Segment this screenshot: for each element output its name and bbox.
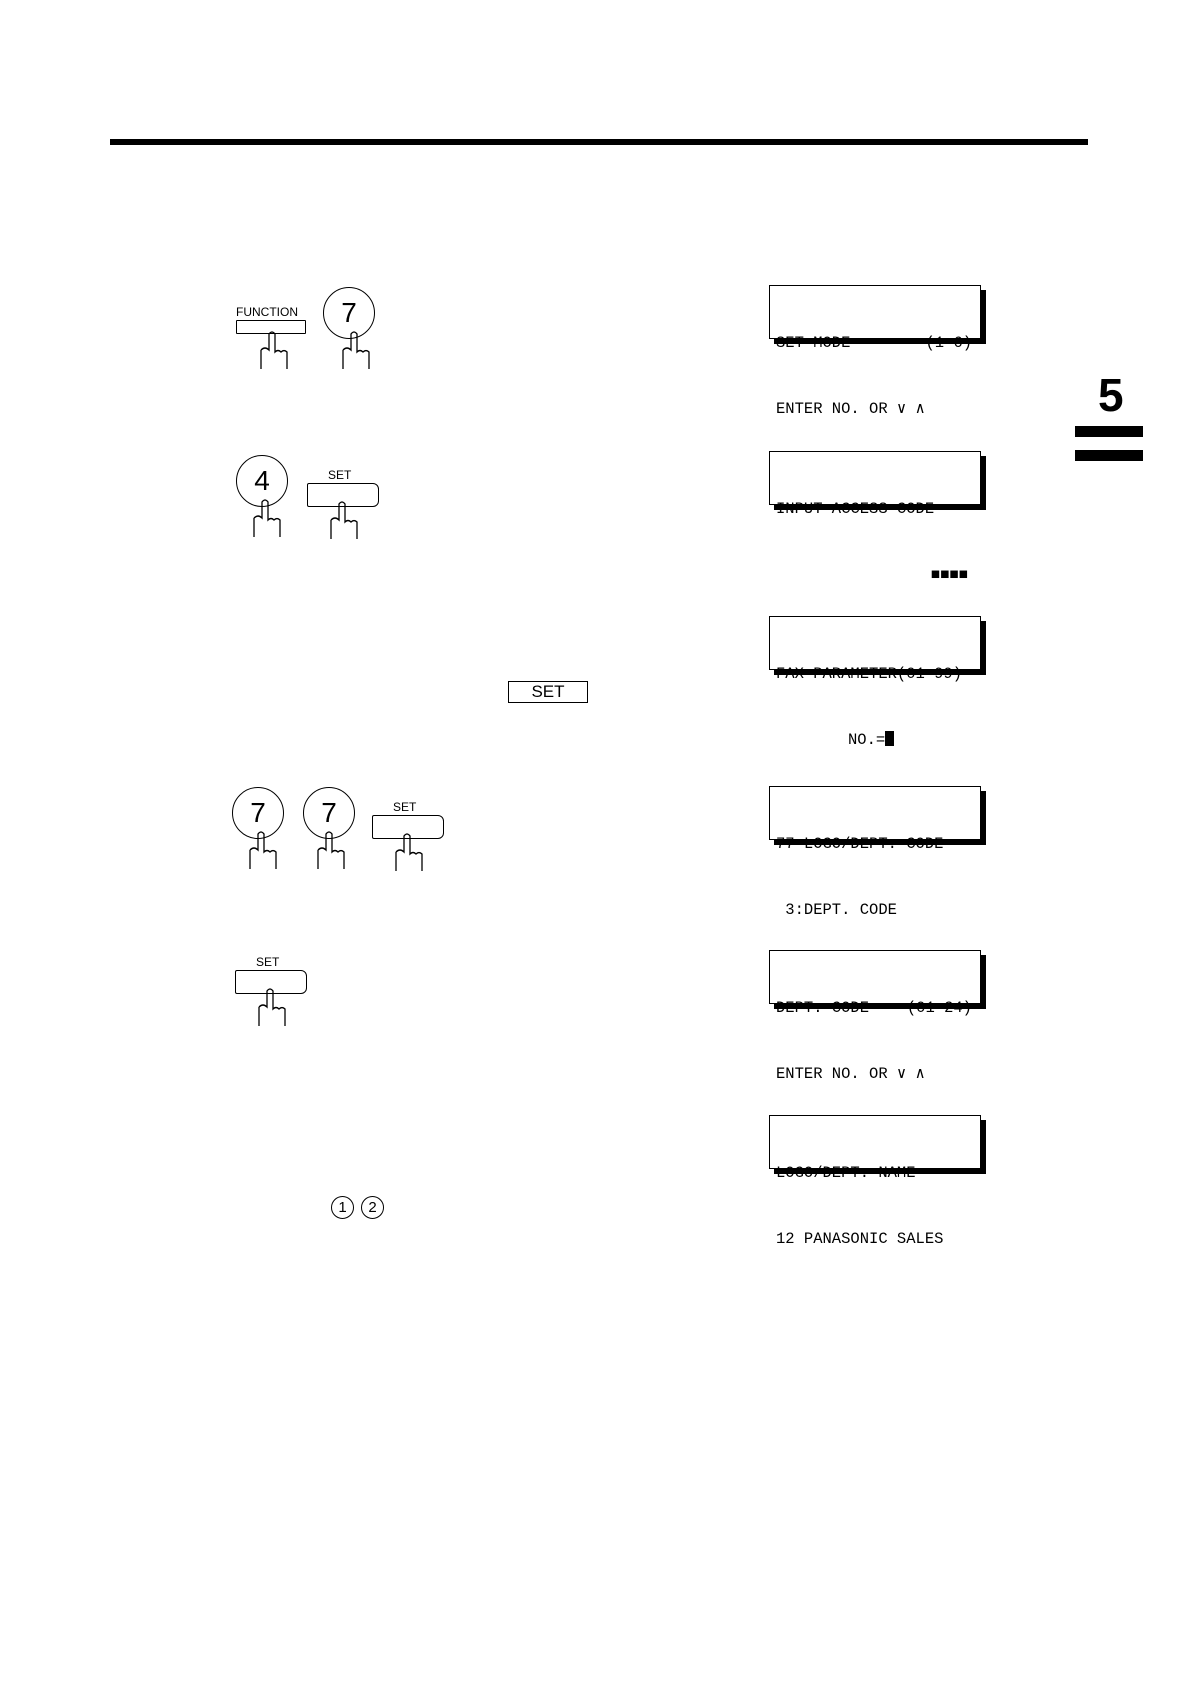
set-key[interactable] [307,483,379,507]
circled-number-2: 2 [361,1196,384,1219]
circled-number-1: 1 [331,1196,354,1219]
function-key[interactable] [236,320,306,334]
lcd-display-logo-dept-name: LOGO/DEPT. NAME 12 PANASONIC SALES [769,1115,981,1248]
pressing-finger-icon [342,331,370,369]
set-key-label: SET [393,800,417,814]
chapter-tab-bar [1075,426,1143,437]
top-rule [110,139,1088,145]
lcd-display-dept-code: DEPT. CODE(01-24) ENTER NO. OR ∨ ∧ [769,950,981,1083]
lcd-display-access-code: INPUT ACCESS CODE ■■■■ [769,451,981,584]
function-key-label: FUNCTION [236,305,298,319]
pressing-finger-icon [395,833,423,871]
chapter-tab-bar [1075,450,1143,461]
set-key[interactable] [235,970,307,994]
set-key[interactable] [372,815,444,839]
pressing-finger-icon [317,831,345,869]
pressing-finger-icon [260,331,288,369]
digit-key-7[interactable]: 7 [323,287,375,339]
pressing-finger-icon [330,501,358,539]
lcd-display-logo-dept-code: 77 LOGO/DEPT. CODE 3:DEPT. CODE [769,786,981,919]
lcd-display-set-mode: SET MODE(1-6) ENTER NO. OR ∨ ∧ [769,285,981,418]
digit-key-7[interactable]: 7 [303,787,355,839]
pressing-finger-icon [258,988,286,1026]
cursor-block [885,731,895,746]
set-key-label: SET [328,468,352,482]
lcd-display-fax-parameter: FAX PARAMETER(01-99) NO.= [769,616,981,749]
set-key-inline[interactable]: SET [508,681,588,703]
digit-key-7[interactable]: 7 [232,787,284,839]
pressing-finger-icon [253,499,281,537]
set-key-label: SET [256,955,280,969]
pressing-finger-icon [249,831,277,869]
chapter-number: 5 [1098,369,1124,421]
